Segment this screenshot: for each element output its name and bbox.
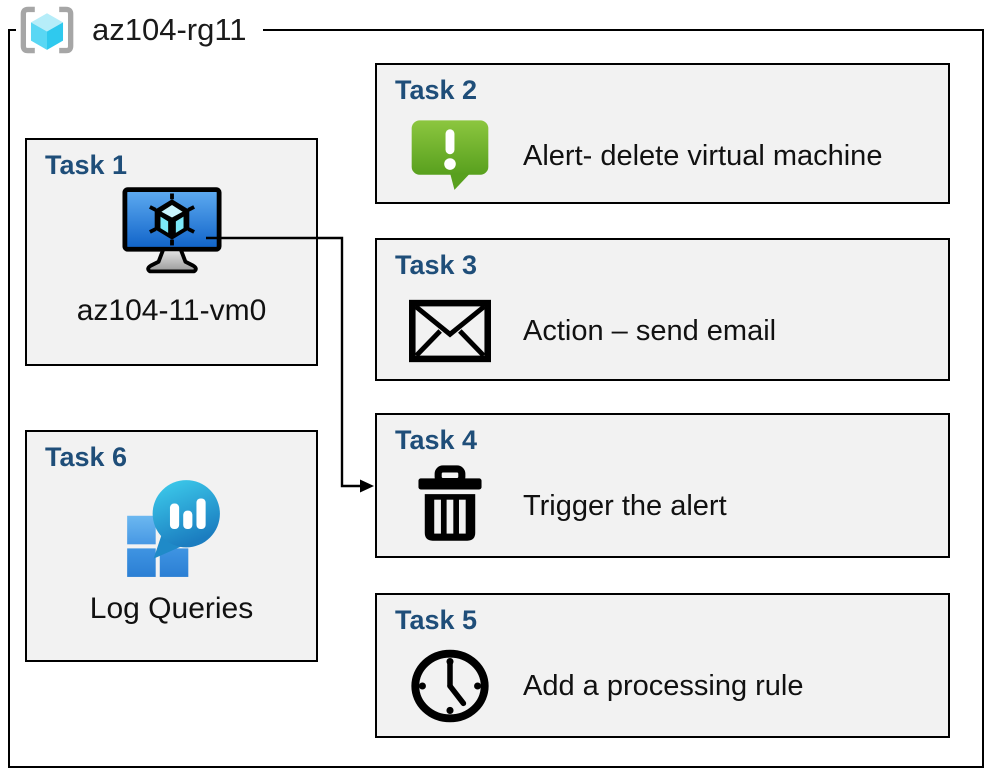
task-label: Task 3 <box>395 250 478 280</box>
resource-group-legend: az104-rg11 <box>16 2 263 58</box>
virtual-machine-icon <box>121 187 222 274</box>
email-icon <box>409 290 491 372</box>
log-analytics-icon <box>126 480 220 577</box>
task-box-4: Task 4 Trigger the alert <box>375 413 950 558</box>
task-description: Action – send email <box>523 314 777 347</box>
task-description: Trigger the alert <box>523 489 727 522</box>
task-description: Add a processing rule <box>523 669 804 702</box>
task-box-2: Task 2 Alert- delete virtual machine <box>375 63 950 204</box>
resource-group-icon <box>20 6 74 54</box>
task-label: Task 1 <box>45 150 128 180</box>
task-label: Task 6 <box>45 442 128 472</box>
trash-icon <box>409 465 491 547</box>
clock-icon <box>409 645 491 727</box>
task-description: Log Queries <box>89 592 254 626</box>
task-description: Alert- delete virtual machine <box>523 139 883 172</box>
task-box-5: Task 5 Add a processing rule <box>375 593 950 738</box>
resource-group-name: az104-rg11 <box>92 12 247 47</box>
alert-icon <box>409 115 491 197</box>
vm-name: az104-11-vm0 <box>76 294 267 328</box>
task-box-6: Task 6 Log Queries <box>25 430 318 662</box>
task-label: Task 4 <box>395 425 478 455</box>
task-label: Task 5 <box>395 605 478 635</box>
task-box-3: Task 3 Action – send email <box>375 238 950 381</box>
task-box-1: Task 1 az104-11-vm0 <box>25 138 318 366</box>
task-label: Task 2 <box>395 75 478 105</box>
